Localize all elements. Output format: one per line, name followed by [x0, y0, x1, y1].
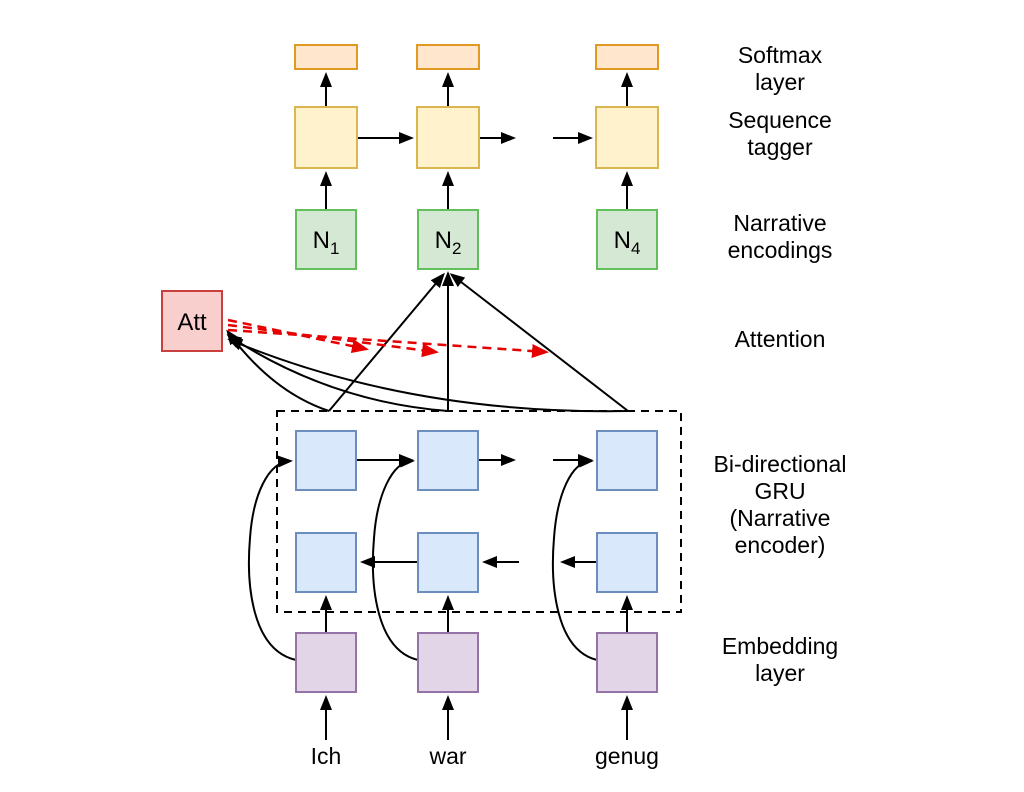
narrative-encoding-label-1: N1: [313, 227, 340, 258]
attention-weight-arrow-2: [227, 323, 439, 358]
arrow-gru-to-attention-3: [227, 338, 629, 413]
attention-weight-arrow-3: [227, 328, 549, 359]
tagger-box-1: [294, 106, 358, 169]
embedding-box-2: [417, 632, 479, 693]
layer-label-softmax-line2: layer: [755, 69, 805, 95]
layer-label-softmax-line1: Softmax: [738, 42, 823, 68]
input-word-3: genug: [595, 743, 659, 769]
softmax-box-1: [294, 44, 358, 70]
narrative-encoding-box-1: [295, 209, 357, 270]
layer-label-tagger-line1: Sequence: [728, 107, 832, 133]
layer-label-encodings: Narrative encodings: [728, 210, 833, 263]
arrow-embedding-to-gru-forward-2: [371, 455, 419, 661]
layer-label-gru-line2: GRU: [754, 478, 805, 504]
softmax-box-3: [595, 44, 659, 70]
narrative-encoding-box-2: [417, 209, 479, 270]
layer-label-gru: Bi-directional GRU (Narrative encoder): [714, 451, 847, 558]
narrative-encoding-label-2: N2: [435, 227, 462, 258]
layer-label-gru-line4: encoder): [735, 532, 826, 558]
gru-backward-box-3: [596, 532, 658, 593]
attention-box: [161, 290, 223, 352]
tagger-box-3: [595, 106, 659, 169]
attention-box-label: Att: [177, 309, 207, 336]
softmax-box-2: [416, 44, 480, 70]
attention-weight-arrow-1: [227, 318, 369, 353]
arrow-gru-to-attention-2: [226, 334, 449, 412]
gru-dashed-frame: [276, 410, 682, 613]
n1-subscript: 1: [330, 239, 339, 258]
input-word-1: Ich: [311, 743, 342, 769]
n4-subscript: 4: [631, 239, 640, 258]
layer-label-gru-line3: (Narrative: [730, 505, 831, 531]
arrow-gru-to-n2-left: [328, 272, 445, 412]
layer-label-embedding-line2: layer: [755, 660, 805, 686]
n2-subscript: 2: [452, 239, 461, 258]
layer-label-embedding: Embedding layer: [722, 633, 838, 686]
layer-label-encodings-line2: encodings: [728, 237, 833, 263]
layer-label-tagger: Sequence tagger: [728, 107, 832, 160]
gru-forward-box-3: [596, 430, 658, 491]
arrow-gru-to-n2-right: [449, 273, 629, 412]
narrative-encoding-box-3: [596, 209, 658, 270]
gru-backward-box-1: [295, 532, 357, 593]
embedding-box-3: [596, 632, 658, 693]
n4-base: N: [614, 227, 631, 254]
arrow-embedding-to-gru-forward-1: [247, 455, 297, 661]
narrative-encoding-label-3: N4: [614, 227, 641, 258]
layer-label-tagger-line2: tagger: [747, 134, 813, 160]
gru-forward-box-1: [295, 430, 357, 491]
tagger-box-2: [416, 106, 480, 169]
layer-label-attention: Attention: [735, 326, 826, 352]
layer-label-embedding-line1: Embedding: [722, 633, 838, 659]
layer-label-softmax: Softmax layer: [738, 42, 823, 95]
gru-forward-box-2: [417, 430, 479, 491]
embedding-box-1: [295, 632, 357, 693]
n2-base: N: [435, 227, 452, 254]
arrow-embedding-to-gru-forward-3: [551, 455, 598, 661]
input-word-2: war: [428, 743, 466, 769]
layer-label-gru-line1: Bi-directional: [714, 451, 847, 477]
gru-backward-box-2: [417, 532, 479, 593]
n1-base: N: [313, 227, 330, 254]
layer-label-encodings-line1: Narrative: [733, 210, 826, 236]
